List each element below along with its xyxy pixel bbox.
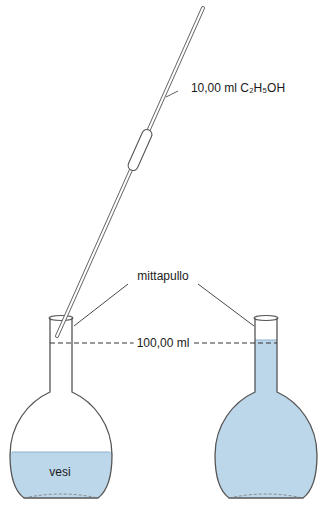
liquid-name: vesi <box>49 465 70 479</box>
volume-label: 10,00 ml C₂H₅OH <box>191 81 285 95</box>
leader-line <box>74 284 128 326</box>
volumetric-flask <box>10 318 112 498</box>
leader-line <box>166 91 178 97</box>
volumetric-flask <box>215 318 317 498</box>
water <box>0 452 130 508</box>
pipette <box>57 8 203 336</box>
flask-base <box>229 494 303 498</box>
flask-mouth <box>254 316 278 321</box>
dimension-label: 100,00 ml <box>134 336 193 350</box>
water-surface <box>12 452 110 453</box>
liquid-surface <box>255 340 277 341</box>
leader-line <box>198 284 254 326</box>
pipette-bulb <box>126 128 153 172</box>
part-name: mittapullo <box>137 269 188 283</box>
flask-base <box>24 494 98 498</box>
flask-mouth <box>49 316 73 321</box>
pipette <box>57 8 203 336</box>
